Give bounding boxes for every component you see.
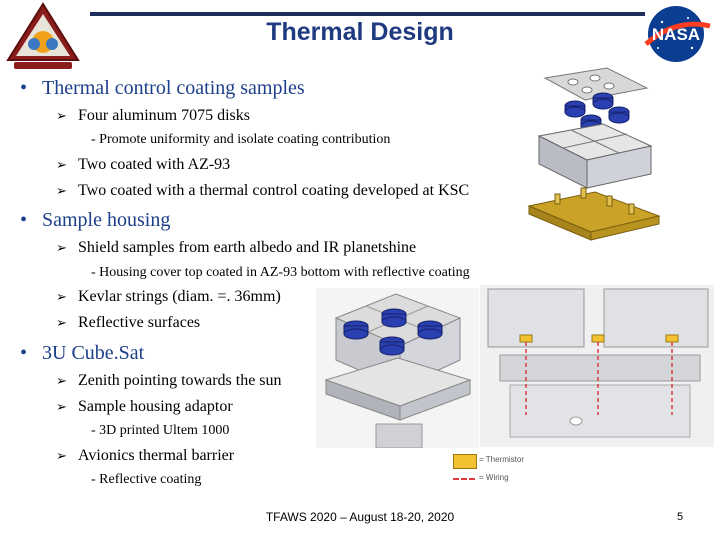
detail-text: - Housing cover top coated in AZ-93 bott… — [91, 265, 470, 280]
header-rule — [90, 12, 645, 16]
cubesat-cad-illustration — [480, 285, 714, 447]
detail-text: - 3D printed Ultem 1000 — [91, 423, 230, 438]
sub-bullet: ➢Four aluminum 7075 disks — [56, 107, 251, 124]
nasa-logo: NASA — [644, 6, 711, 62]
sub-bullet: ➢Two coated with a thermal control coati… — [56, 182, 470, 199]
bullet-thermal-coating: •Thermal control coating samples — [20, 77, 305, 99]
detail-text: - Reflective coating — [91, 472, 202, 487]
sub-bullet: ➢Kevlar strings (diam. =. 36mm) — [56, 288, 281, 305]
legend-thermistor: = Thermistor — [479, 455, 524, 464]
thermistor-swatch — [453, 454, 477, 469]
sub-bullet: ➢Two coated with AZ-93 — [56, 156, 231, 173]
sub-bullet: ➢Shield samples from earth albedo and IR… — [56, 239, 417, 256]
legend-wiring: = Wiring — [479, 473, 509, 482]
sub-bullet: ➢Reflective surfaces — [56, 314, 201, 331]
slide-title: Thermal Design — [266, 18, 454, 46]
bullet-sample-housing: •Sample housing — [20, 209, 171, 231]
sub-bullet: ➢Zenith pointing towards the sun — [56, 372, 282, 389]
wiring-swatch — [453, 478, 475, 480]
bullet-cubesat: •3U Cube.Sat — [20, 342, 145, 364]
sub-bullet: ➢Avionics thermal barrier — [56, 447, 235, 464]
mission-patch-logo — [6, 2, 80, 69]
nasa-logo-text: NASA — [652, 25, 700, 44]
assembled-housing-illustration — [316, 288, 479, 448]
detail-text: - Promote uniformity and isolate coating… — [91, 132, 391, 147]
page-number: 5 — [677, 511, 684, 523]
footer-text: TFAWS 2020 – August 18-20, 2020 — [265, 510, 455, 524]
exploded-housing-illustration — [527, 67, 661, 241]
sub-bullet: ➢Sample housing adaptor — [56, 398, 233, 415]
